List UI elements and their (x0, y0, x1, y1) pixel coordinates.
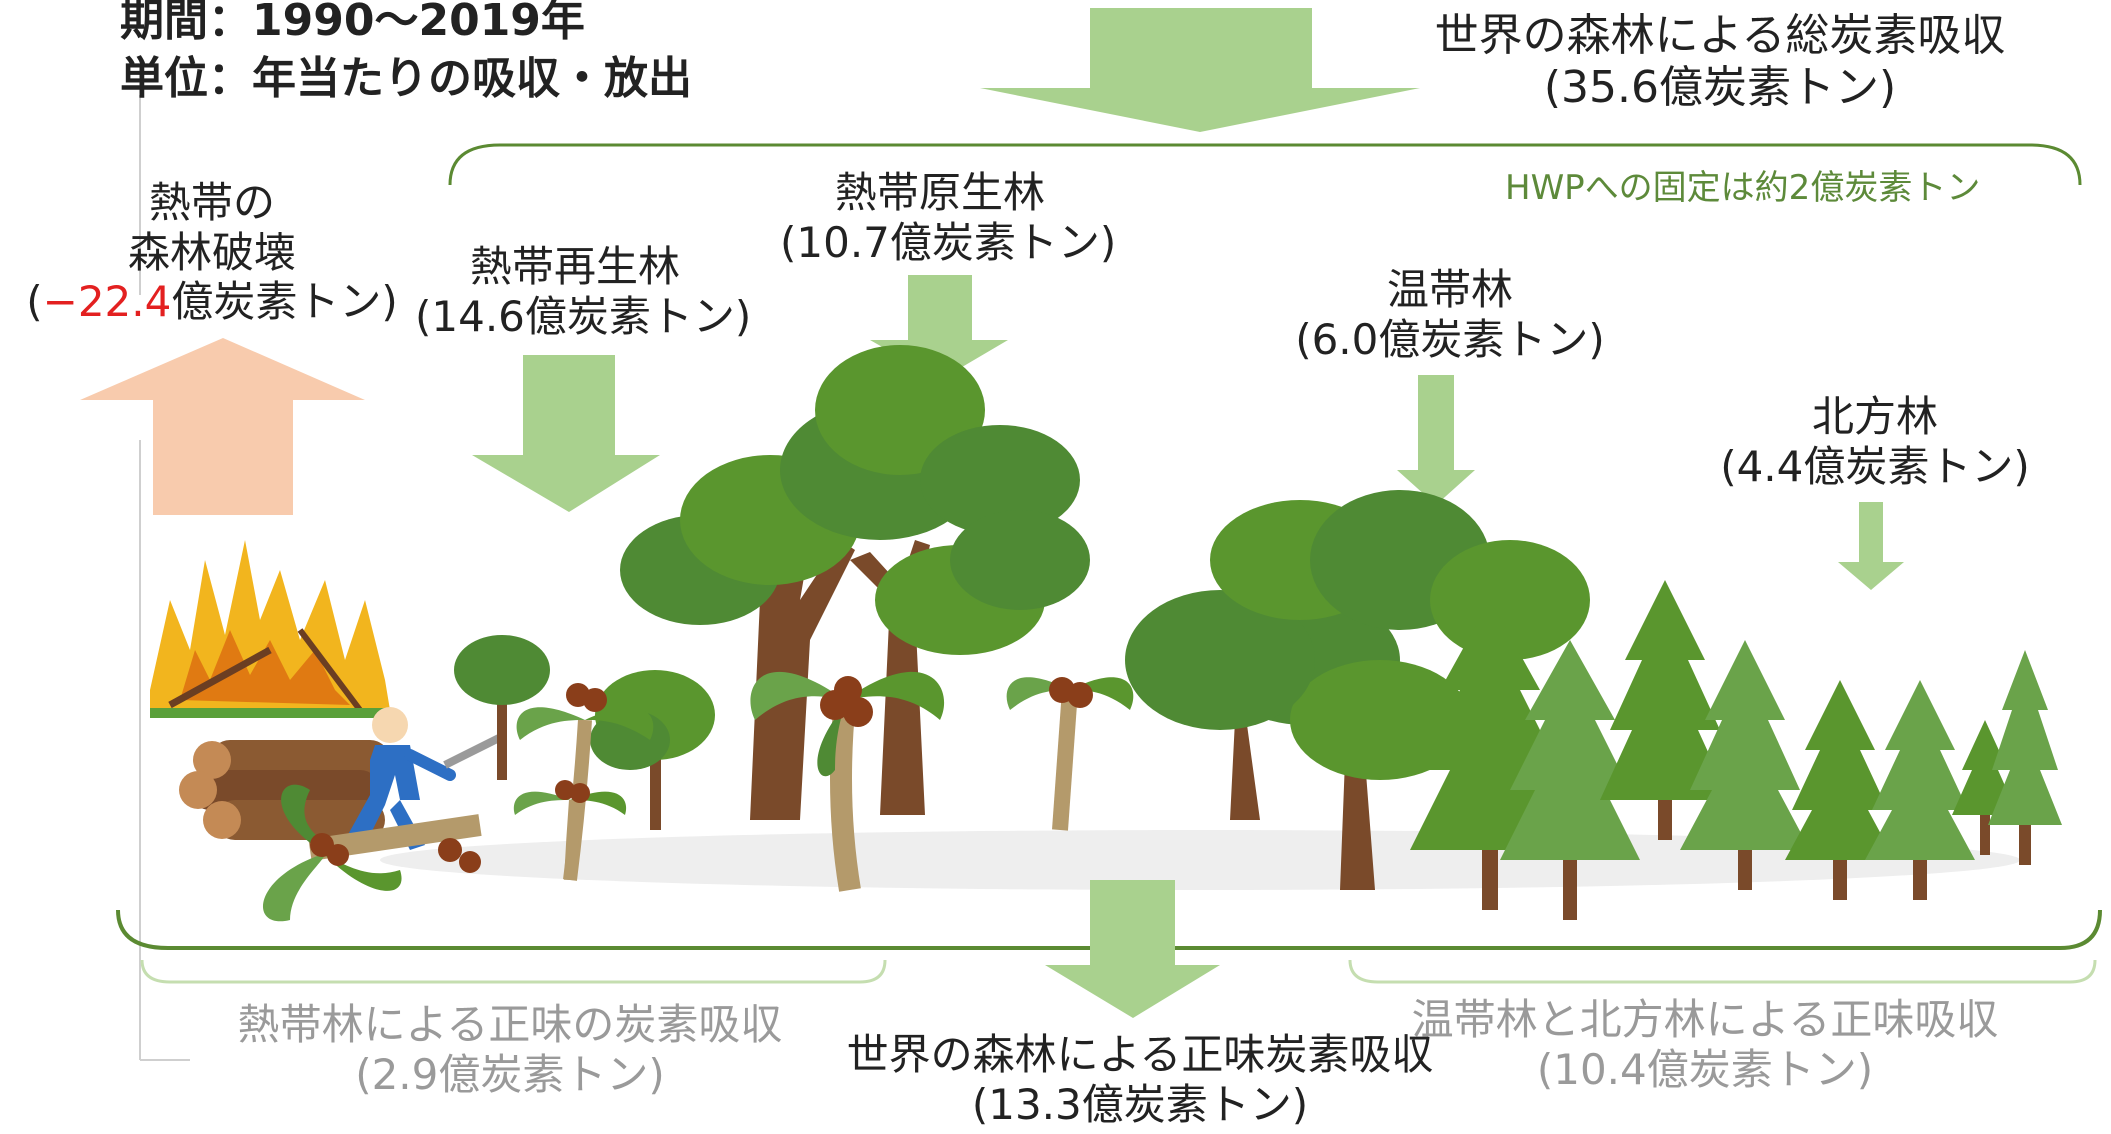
fallen-palm (262, 784, 482, 922)
tropical-regrowth-label: 熱帯再生林 (14.6億炭素トン) (415, 242, 752, 341)
temperate-trees (1125, 490, 1590, 890)
tropical-net-bracket (140, 959, 887, 984)
emission-arrow (80, 338, 365, 515)
world-net-arrow (1045, 880, 1220, 1018)
period-label: 期間：1990〜2019年 (120, 0, 585, 46)
unit-label: 単位：年当たりの吸収・放出 (120, 53, 692, 104)
total-absorption-label: 世界の森林による総炭素吸収 (35.6億炭素トン) (1434, 10, 2006, 113)
forest-fire (150, 540, 390, 718)
boreal-trees (1410, 580, 2062, 920)
tropical-primary-label: 熱帯原生林 (10.7億炭素トン) (780, 168, 1117, 267)
world-net-label: 世界の森林による正味炭素吸収 (13.3億炭素トン) (846, 1030, 1434, 1129)
regrowth-arrow (472, 355, 660, 512)
deforestation-label: 熱帯の 森林破壊 (−22.4億炭素トン) (26, 178, 398, 327)
temperate-arrow (1397, 375, 1475, 505)
boreal-label: 北方林 (4.4億炭素トン) (1720, 392, 2030, 491)
tropical-trees (454, 345, 1134, 892)
temperate-boreal-net-label: 温帯林と北方林による正味吸収 (10.4億炭素トン) (1411, 995, 1999, 1094)
temperate-label: 温帯林 (6.0億炭素トン) (1295, 265, 1605, 364)
tropical-net-label: 熱帯林による正味の炭素吸収 (2.9億炭素トン) (237, 1000, 783, 1099)
total-absorption-arrow (980, 8, 1420, 132)
top-bracket (448, 143, 2082, 186)
temperate-boreal-net-bracket (1348, 959, 2097, 984)
deforestation-value: −22.4 (42, 277, 172, 327)
hwp-note: HWPへの固定は約2億炭素トン (1505, 168, 1981, 208)
boreal-arrow (1838, 502, 1904, 590)
